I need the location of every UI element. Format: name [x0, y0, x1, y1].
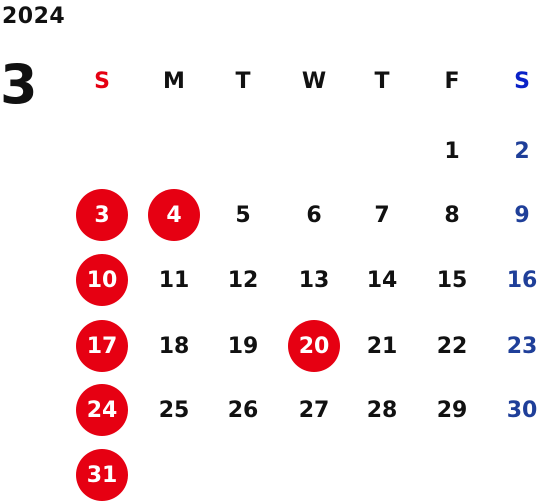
day-cell-23[interactable]: 23 [494, 320, 548, 372]
day-cell-17[interactable]: 17 [74, 320, 130, 372]
day-cell-4[interactable]: 4 [146, 189, 202, 241]
day-cell-8[interactable]: 8 [424, 189, 480, 241]
day-cell-1[interactable]: 1 [424, 125, 480, 177]
day-number: 9 [514, 202, 530, 228]
day-number: 23 [506, 333, 538, 359]
day-cell-18[interactable]: 18 [146, 320, 202, 372]
day-cell-6[interactable]: 6 [286, 189, 342, 241]
day-number: 27 [298, 397, 330, 423]
day-cell-11[interactable]: 11 [146, 254, 202, 306]
weekday-label: M [163, 68, 185, 94]
weekday-header-friday: F [424, 55, 480, 107]
day-cell-24[interactable]: 24 [74, 384, 130, 436]
year-label: 2024 [2, 4, 66, 29]
day-number: 28 [366, 397, 398, 423]
weekday-label: F [444, 68, 460, 94]
day-number: 20 [298, 333, 330, 359]
day-number: 17 [86, 333, 118, 359]
day-number: 5 [235, 202, 251, 228]
day-number: 15 [436, 267, 468, 293]
day-cell-10[interactable]: 10 [74, 254, 130, 306]
day-cell-5[interactable]: 5 [215, 189, 271, 241]
weekday-header-thursday: T [354, 55, 410, 107]
day-cell-31[interactable]: 31 [74, 449, 130, 501]
weekday-label: S [514, 68, 530, 94]
day-number: 21 [366, 333, 398, 359]
day-cell-12[interactable]: 12 [215, 254, 271, 306]
weekday-header-sunday: S [74, 55, 130, 107]
day-cell-27[interactable]: 27 [286, 384, 342, 436]
day-cell-7[interactable]: 7 [354, 189, 410, 241]
day-cell-21[interactable]: 21 [354, 320, 410, 372]
day-number: 10 [86, 267, 118, 293]
day-number: 16 [506, 267, 538, 293]
day-cell-9[interactable]: 9 [494, 189, 548, 241]
weekday-label: W [301, 68, 327, 94]
day-cell-28[interactable]: 28 [354, 384, 410, 436]
day-number: 13 [298, 267, 330, 293]
weekday-label: T [374, 68, 390, 94]
day-cell-30[interactable]: 30 [494, 384, 548, 436]
day-number: 31 [86, 462, 118, 488]
day-number: 8 [444, 202, 460, 228]
day-number: 29 [436, 397, 468, 423]
day-cell-26[interactable]: 26 [215, 384, 271, 436]
day-number: 19 [227, 333, 259, 359]
day-cell-20[interactable]: 20 [286, 320, 342, 372]
month-label: 3 [0, 53, 38, 116]
day-number: 11 [158, 267, 190, 293]
day-cell-19[interactable]: 19 [215, 320, 271, 372]
day-number: 18 [158, 333, 190, 359]
weekday-header-monday: M [146, 55, 202, 107]
day-cell-25[interactable]: 25 [146, 384, 202, 436]
weekday-header-saturday: S [494, 55, 548, 107]
day-number: 1 [444, 138, 460, 164]
day-cell-15[interactable]: 15 [424, 254, 480, 306]
day-cell-2[interactable]: 2 [494, 125, 548, 177]
day-number: 12 [227, 267, 259, 293]
day-number: 25 [158, 397, 190, 423]
day-cell-3[interactable]: 3 [74, 189, 130, 241]
weekday-header-wednesday: W [286, 55, 342, 107]
day-number: 3 [94, 202, 110, 228]
day-number: 6 [306, 202, 322, 228]
weekday-header-tuesday: T [215, 55, 271, 107]
day-number: 4 [166, 202, 182, 228]
day-number: 22 [436, 333, 468, 359]
weekday-label: S [94, 68, 110, 94]
day-cell-16[interactable]: 16 [494, 254, 548, 306]
day-number: 2 [514, 138, 530, 164]
day-cell-29[interactable]: 29 [424, 384, 480, 436]
day-number: 14 [366, 267, 398, 293]
day-cell-13[interactable]: 13 [286, 254, 342, 306]
day-number: 24 [86, 397, 118, 423]
day-number: 7 [374, 202, 390, 228]
weekday-label: T [235, 68, 251, 94]
day-number: 26 [227, 397, 259, 423]
day-cell-14[interactable]: 14 [354, 254, 410, 306]
day-cell-22[interactable]: 22 [424, 320, 480, 372]
day-number: 30 [506, 397, 538, 423]
